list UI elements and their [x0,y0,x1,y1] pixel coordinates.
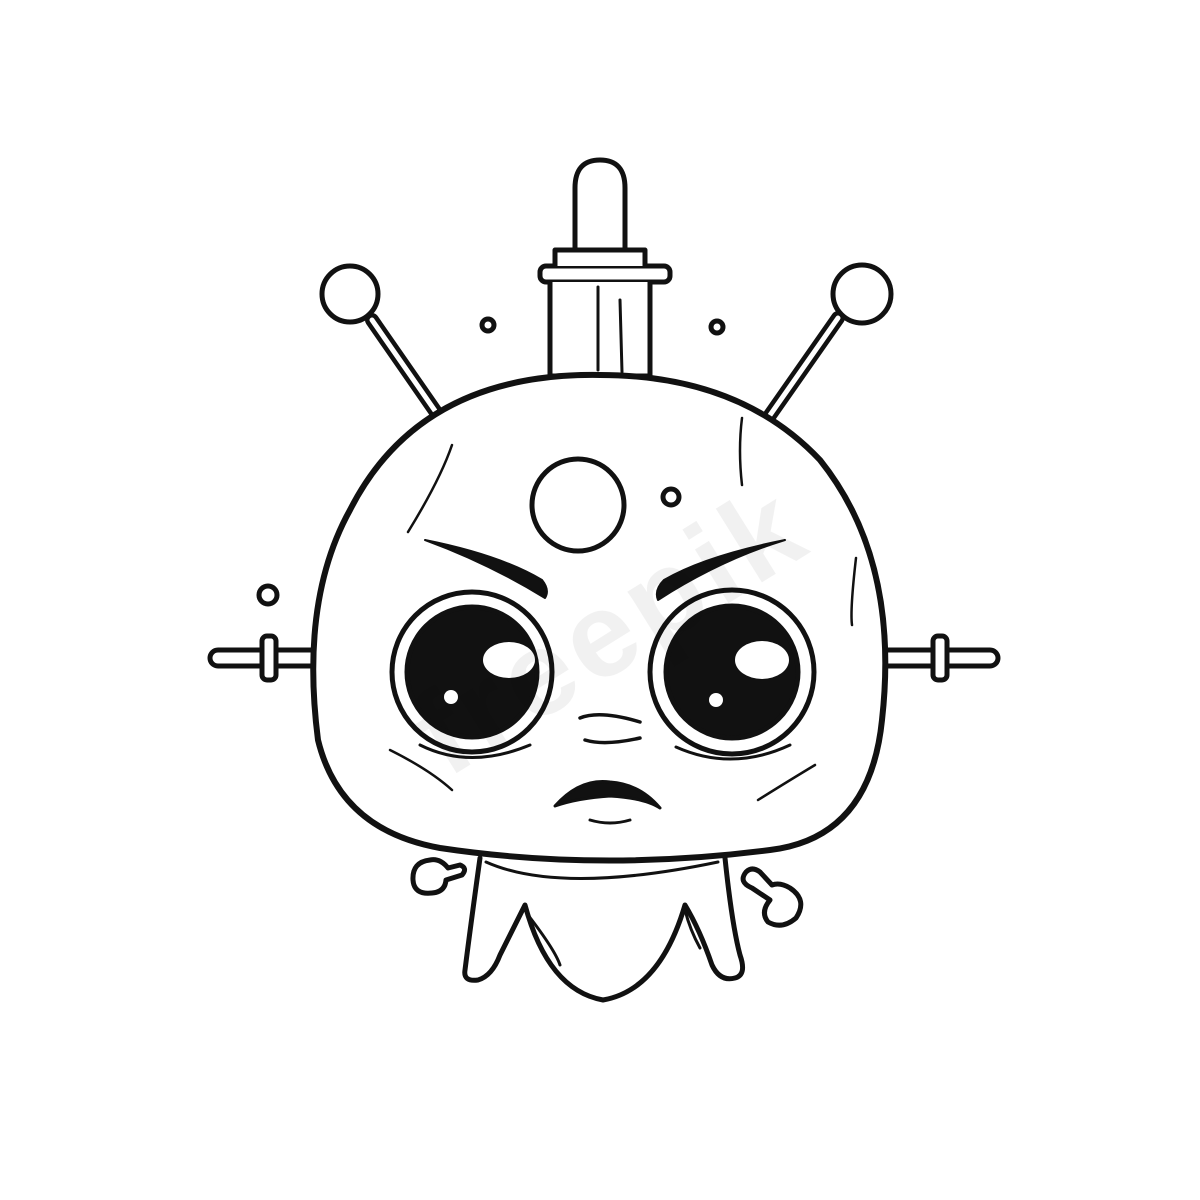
left-side-rod [207,633,328,683]
nose [578,713,642,745]
floating-dot [479,316,497,334]
left-eye [389,589,555,759]
alien-body [462,855,746,1003]
top-tower [537,157,673,379]
forehead-gem [529,456,627,554]
left-antenna [319,263,447,425]
left-brow [424,539,548,599]
floating-dot [256,583,280,607]
right-hand [740,866,804,928]
right-eye [647,587,817,761]
left-hand [410,857,468,896]
floating-dot [708,318,726,336]
frown-mouth [553,780,662,810]
forehead-dot [660,486,682,508]
right-brow [655,539,786,601]
right-antenna [761,262,894,425]
right-side-rod [877,633,1001,683]
